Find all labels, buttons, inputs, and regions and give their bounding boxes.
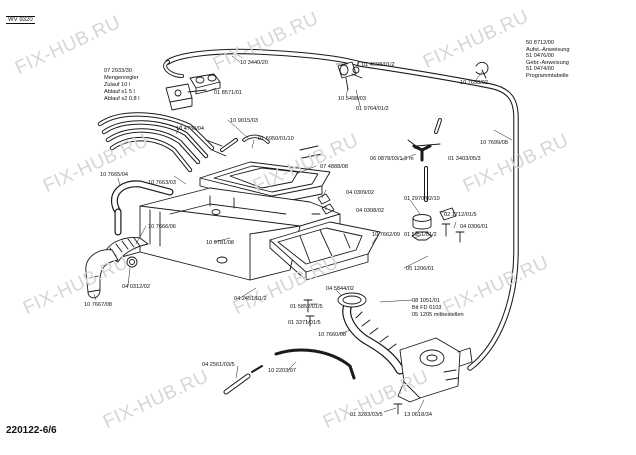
lower-hose xyxy=(274,348,356,380)
hose-clamp-right xyxy=(475,61,489,79)
part-label: 04 5844/02 xyxy=(326,286,354,292)
note-line: Gebr.-Anweisung xyxy=(526,59,569,66)
part-label: 10 5498/03 xyxy=(338,96,366,102)
model-number: WV 9320 xyxy=(6,16,35,24)
part-label: 08 1051/01 xyxy=(412,298,440,304)
diagram-number: 220122-6/6 xyxy=(6,425,57,436)
part-label: 06 0878/03/1,5 m xyxy=(370,156,414,162)
small-cap xyxy=(412,214,432,233)
part-label: 01 4698/01/2 xyxy=(362,62,395,68)
part-label: 10 3440/20 xyxy=(240,60,268,66)
short-hose-pieces xyxy=(220,134,270,152)
part-label: 07 2933/30 xyxy=(104,68,132,74)
note-line: 50 8712/00 xyxy=(526,40,554,46)
part-label: 01 8571/01 xyxy=(214,90,242,96)
t-connector xyxy=(407,118,442,202)
part-label: Mengenregler xyxy=(104,75,139,81)
part-label: 10 7699/08 xyxy=(480,140,508,146)
part-label: 05 1205 mitbestellen xyxy=(412,312,464,318)
part-label: 05 1206/01 xyxy=(406,266,434,272)
part-label: 01 5852/01/5 xyxy=(290,304,323,310)
drawer-cover xyxy=(199,145,331,205)
sump-ring xyxy=(337,292,367,308)
part-label: 01 2970/02/10 xyxy=(404,196,440,202)
part-label: 04 0309/02 xyxy=(346,190,374,196)
inlet-valve-left xyxy=(165,83,207,111)
part-label: 04 2451/01/2 xyxy=(234,296,267,302)
part-label: 13 0618/34 xyxy=(404,412,432,418)
part-label: 10 7662/09 xyxy=(372,232,400,238)
part-label: 10 2203/07 xyxy=(268,368,296,374)
drawer-tray xyxy=(269,221,381,281)
part-label: 10 7666/06 xyxy=(148,224,176,230)
drain-elbow xyxy=(85,249,119,299)
hose-bundle xyxy=(97,112,227,173)
part-label: 01 3283/03/5 xyxy=(350,412,383,418)
leader-lines xyxy=(93,55,513,413)
part-label: 04 2561/03/5 xyxy=(202,362,235,368)
hose-clip xyxy=(126,256,138,268)
note-line: 51 0474/00 xyxy=(526,66,554,73)
part-label: 10 4730/04 xyxy=(176,126,204,132)
top-supply-hose xyxy=(163,48,519,371)
inlet-valve-right xyxy=(337,61,363,91)
left-drain-hose xyxy=(110,180,174,236)
part-label: Ablauf s1 5 l xyxy=(104,89,135,95)
part-label: 04 0308/02 xyxy=(356,208,384,214)
part-label: Bit FD 6103 xyxy=(412,305,442,311)
note-line: Aufst.-Anweisung xyxy=(526,46,570,53)
part-label: 01 5951/01/2 xyxy=(404,232,437,238)
part-label: 07 4888/08 xyxy=(320,164,348,170)
small-hose xyxy=(223,365,263,395)
part-label: 04 0312/02 xyxy=(122,284,150,290)
part-label: 10 9015/03 xyxy=(230,118,258,124)
part-label: 01 3403/05/3 xyxy=(448,156,481,162)
part-label: 01 5950/01/10 xyxy=(258,136,294,142)
drain-pump xyxy=(397,337,473,403)
part-label: 10 7663/03 xyxy=(148,180,176,186)
part-label: 01 3371/01/5 xyxy=(288,320,321,326)
rubber-cap xyxy=(439,207,457,221)
part-label: 10 7667/08 xyxy=(84,302,112,308)
document-notes: 50 8712/00 Aufst.-Anweisung 51 0476/00 G… xyxy=(526,40,570,80)
part-label: Ablauf s2 0,8 l xyxy=(104,96,140,102)
note-line: 51 0476/00 xyxy=(526,53,554,60)
part-label: 02 1712/01/5 xyxy=(444,212,477,218)
part-label: 01 9764/01/2 xyxy=(356,106,389,112)
part-label: 10 7658/02 xyxy=(460,80,488,86)
part-label: 10 7660/08 xyxy=(318,332,346,338)
part-label: 10 7665/04 xyxy=(100,172,128,178)
nut xyxy=(411,231,433,241)
pump-hose xyxy=(342,295,405,375)
part-label: Zulauf 10 l xyxy=(104,82,131,88)
part-label: 10 9781/08 xyxy=(206,240,234,246)
part-label: 04 0306/01 xyxy=(460,224,488,230)
note-line: Programmtabelle xyxy=(526,72,569,79)
screws xyxy=(303,223,465,415)
